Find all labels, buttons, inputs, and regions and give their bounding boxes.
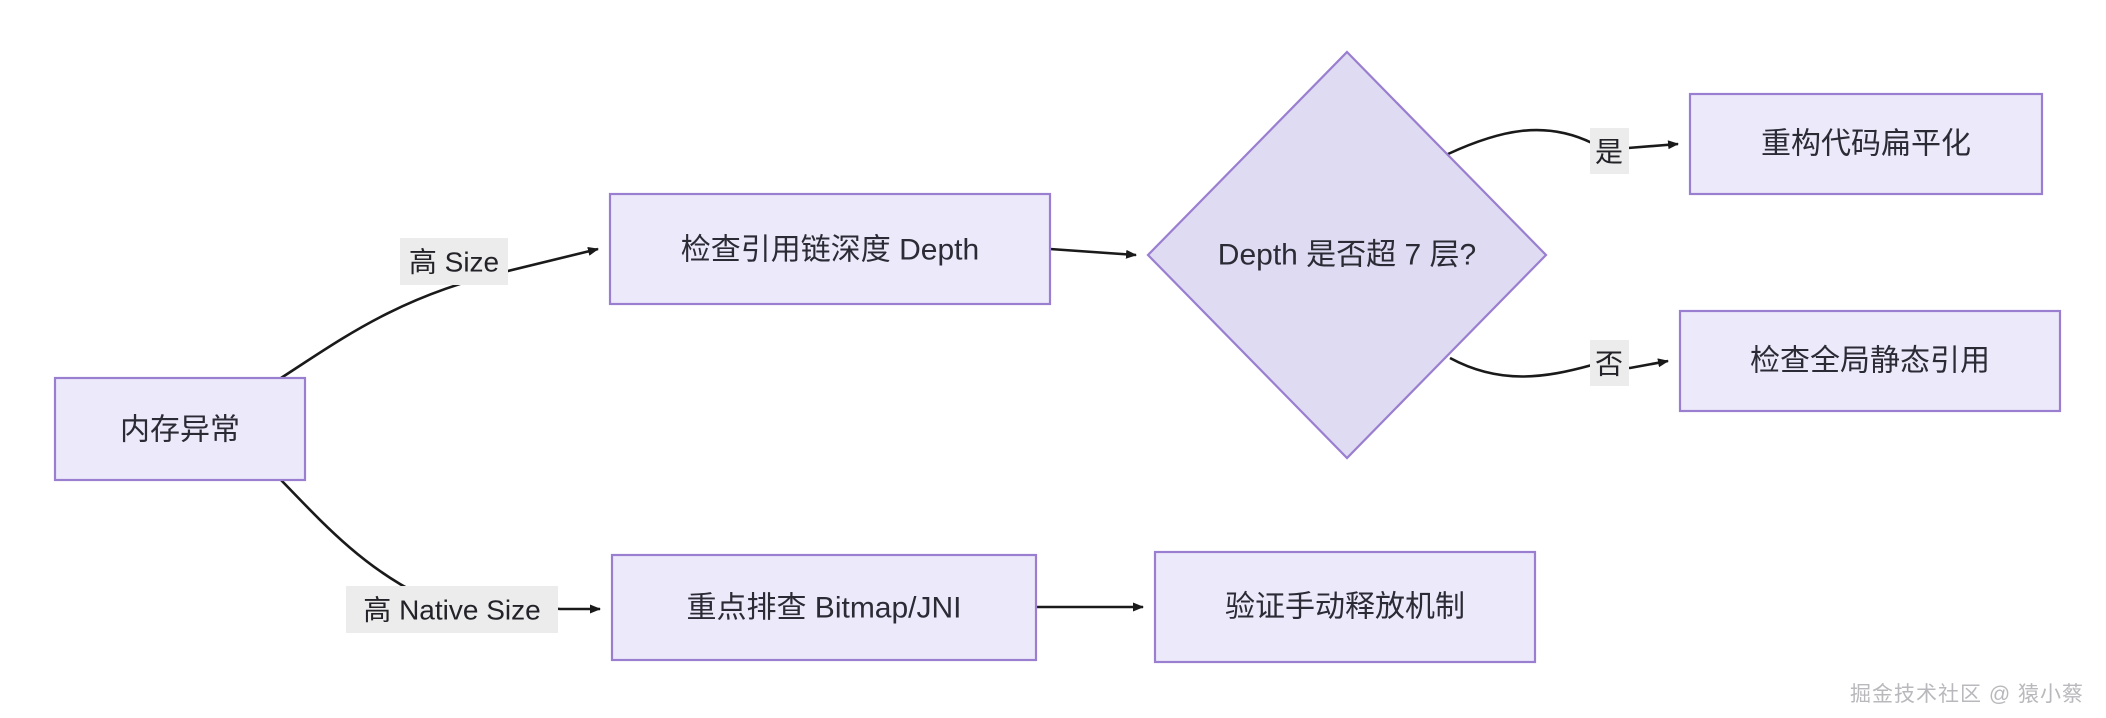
node-depth-decision-shape [1146,50,1548,460]
node-inspect-bitmap-jni-label: 重点排查 Bitmap/JNI [686,592,961,625]
node-refactor-flatten-code-label: 重构代码扁平化 [1761,128,1971,161]
node-check-ref-chain-depth-shape [608,192,1052,306]
node-check-global-static-refs-shape [1678,309,2062,413]
node-memory-exception-shape [53,376,307,482]
node-refactor-flatten-code-shape [1688,92,2044,196]
edge-label-high-size-bg [400,238,508,285]
node-verify-manual-release-shape [1153,550,1537,664]
node-check-ref-chain-depth[interactable]: 检查引用链深度 Depth [608,192,1052,306]
nodes-layer: 内存异常 检查引用链深度 Depth Depth 是否超 7 层? 重构代码扁平… [53,50,2062,664]
edge-n3-to-n4 [1447,128,1679,156]
node-verify-manual-release-label: 验证手动释放机制 [1225,591,1465,624]
edge-label-yes-bg [1590,128,1629,174]
edge-label-no-bg [1590,340,1629,386]
edge-label-high-native-size-text: 高 Native Size [363,595,540,626]
node-inspect-bitmap-jni[interactable]: 重点排查 Bitmap/JNI [610,553,1038,662]
node-memory-exception-label: 内存异常 [120,414,240,447]
node-verify-manual-release[interactable]: 验证手动释放机制 [1153,550,1537,664]
edge-label-yes: 是 [1590,128,1629,174]
edge-label-high-size-text: 高 Size [409,247,499,278]
edge-n3-to-n5 [1449,356,1669,378]
edge-n2-to-n3 [1049,247,1137,259]
edge-label-no: 否 [1590,340,1629,386]
edge-label-high-native-size: 高 Native Size [346,586,558,633]
edge-label-high-size: 高 Size [400,238,508,285]
node-refactor-flatten-code[interactable]: 重构代码扁平化 [1688,92,2044,196]
node-inspect-bitmap-jni-shape [610,553,1038,662]
node-check-ref-chain-depth-label: 检查引用链深度 Depth [681,234,979,267]
edge-label-high-native-size-bg [346,586,558,633]
edge-label-no-text: 否 [1595,349,1623,380]
node-check-global-static-refs[interactable]: 检查全局静态引用 [1678,309,2062,413]
watermark: 掘金技术社区 @ 猿小蔡 [1850,683,2084,706]
node-check-global-static-refs-label: 检查全局静态引用 [1750,345,1990,378]
node-depth-decision[interactable]: Depth 是否超 7 层? [1146,50,1548,460]
node-depth-decision-label: Depth 是否超 7 层? [1218,239,1476,272]
edge-labels-layer: 高 Size 是 否 高 Native Size [346,128,1629,633]
edge-label-yes-text: 是 [1595,137,1623,168]
node-memory-exception[interactable]: 内存异常 [53,376,307,482]
